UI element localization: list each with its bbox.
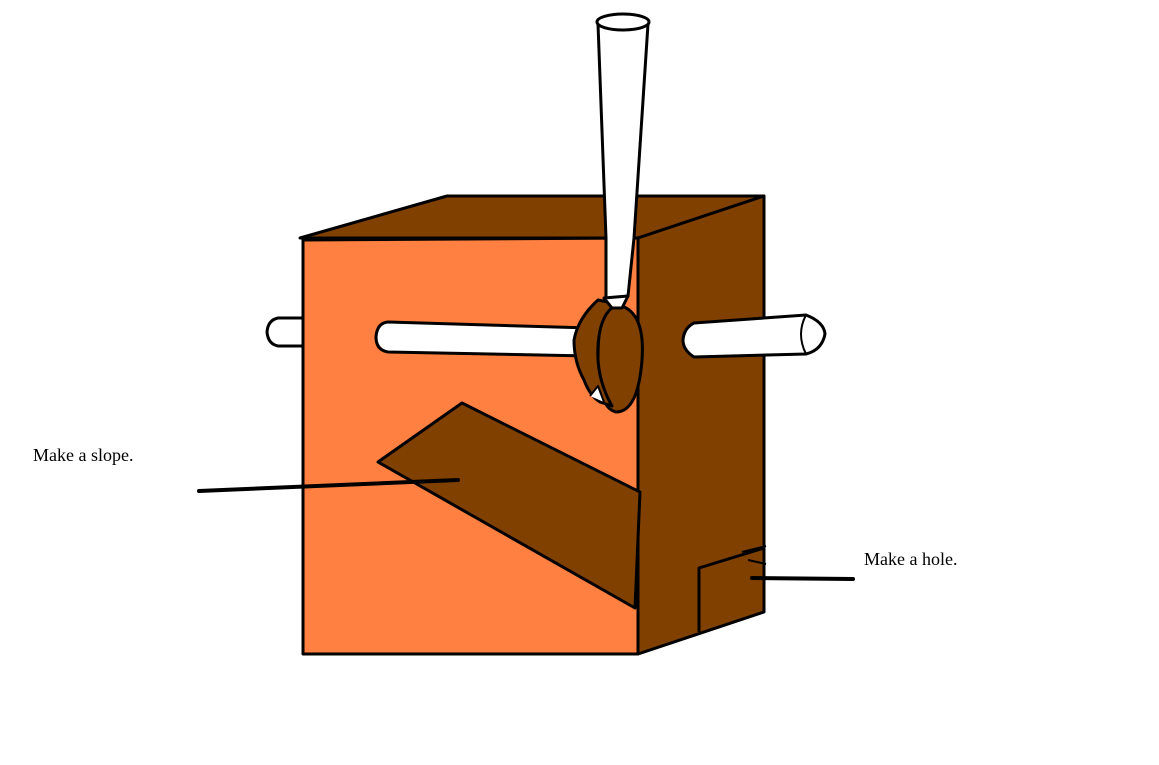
hole-label: Make a hole. — [864, 549, 958, 569]
left-shaft-stub — [265, 316, 306, 348]
internal-slope — [376, 401, 642, 610]
hole-pointer-line — [750, 576, 855, 581]
horizontal-shaft — [374, 320, 592, 358]
cam-notch — [589, 385, 605, 403]
side-hole — [697, 546, 765, 632]
rod-tip — [602, 294, 630, 310]
slope-pointer-line — [197, 478, 460, 493]
side-hole-edge — [741, 545, 767, 565]
box-side-face — [636, 194, 766, 656]
vertical-rod-top — [595, 12, 651, 32]
right-shaft-end — [800, 314, 807, 355]
slope-label: Make a slope. — [33, 445, 134, 465]
